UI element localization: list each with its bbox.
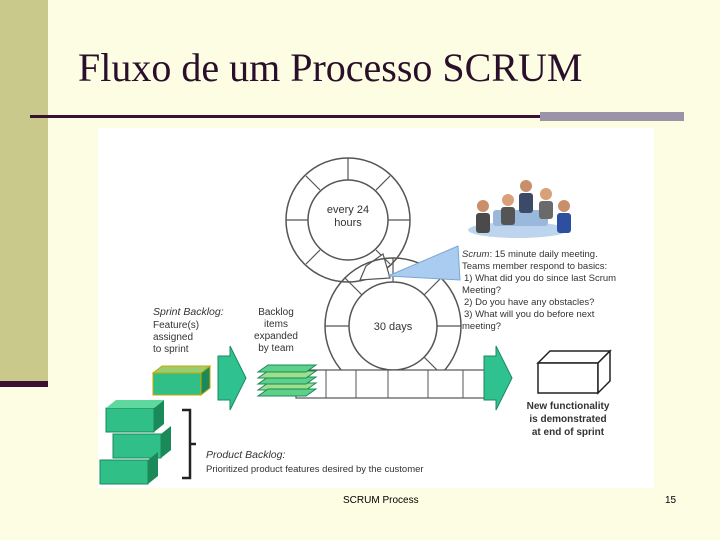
- product-backlog-stack: [99, 400, 171, 485]
- left-accent-bar-cap: [0, 381, 48, 387]
- sprint-backlog-line2: assigned: [153, 332, 193, 343]
- scrum-note-line4: Meeting?: [462, 285, 501, 296]
- daily-cycle-label-line1: every 24: [327, 204, 369, 216]
- page-number: 15: [665, 495, 677, 506]
- sprint-track: [295, 369, 497, 399]
- scrum-note-line3: 1) What did you do since last Scrum: [464, 273, 616, 284]
- new-functionality-line1: New functionality: [527, 401, 610, 412]
- sprint-backlog-line3: to sprint: [153, 344, 189, 355]
- backlog-items-line1: Backlog: [258, 307, 294, 318]
- scrum-diagram-svg: every 24 hours 30 days Scrum: 15 minute …: [99, 157, 616, 485]
- scrum-note-line1-text: : 15 minute daily meeting.: [489, 249, 597, 260]
- left-accent-bar: [0, 0, 48, 385]
- sprint-backlog-heading: Sprint Backlog:: [153, 306, 224, 318]
- product-increment-box: [536, 349, 612, 395]
- scrum-note-heading: Scrum: [462, 249, 490, 260]
- scrum-diagram: every 24 hours 30 days Scrum: 15 minute …: [98, 128, 654, 488]
- scrum-note-line5: 2) Do you have any obstacles?: [464, 297, 594, 308]
- backlog-items-line2: items: [264, 319, 288, 330]
- backlog-items-line3: expanded: [254, 331, 298, 342]
- daily-cycle-ring: [285, 157, 411, 283]
- backlog-items-line4: by team: [258, 343, 294, 354]
- scrum-note-line6: 3) What will you do before next: [464, 309, 595, 320]
- title-rule-accent: [540, 112, 684, 121]
- product-backlog-brace: [182, 408, 196, 480]
- scrum-note-line7: meeting?: [462, 321, 501, 332]
- slide-footer: SCRUM Process: [343, 495, 419, 506]
- sprint-feature-box: [151, 364, 212, 397]
- flow-arrow-1: [217, 345, 247, 411]
- daily-cycle-label-line2: hours: [334, 217, 362, 229]
- title-rule: [30, 115, 545, 118]
- scrum-note-line2: Teams member respond to basics:: [462, 261, 607, 272]
- new-functionality-line3: at end of sprint: [532, 427, 605, 438]
- sprint-backlog-line1: Feature(s): [153, 320, 199, 331]
- product-backlog-description: Prioritized product features desired by …: [206, 464, 424, 475]
- flow-arrow-2: [483, 345, 513, 411]
- meeting-people-icon: [468, 180, 571, 238]
- sprint-cycle-label: 30 days: [374, 321, 413, 333]
- slide-title: Fluxo de um Processo SCRUM: [78, 45, 583, 90]
- backlog-items-stack: [256, 364, 318, 397]
- scrum-note-line1: Scrum: 15 minute daily meeting.: [462, 249, 598, 260]
- scrum-callout-pointer: [387, 245, 461, 281]
- new-functionality-line2: is demonstrated: [529, 414, 606, 425]
- product-backlog-heading: Product Backlog:: [206, 449, 285, 461]
